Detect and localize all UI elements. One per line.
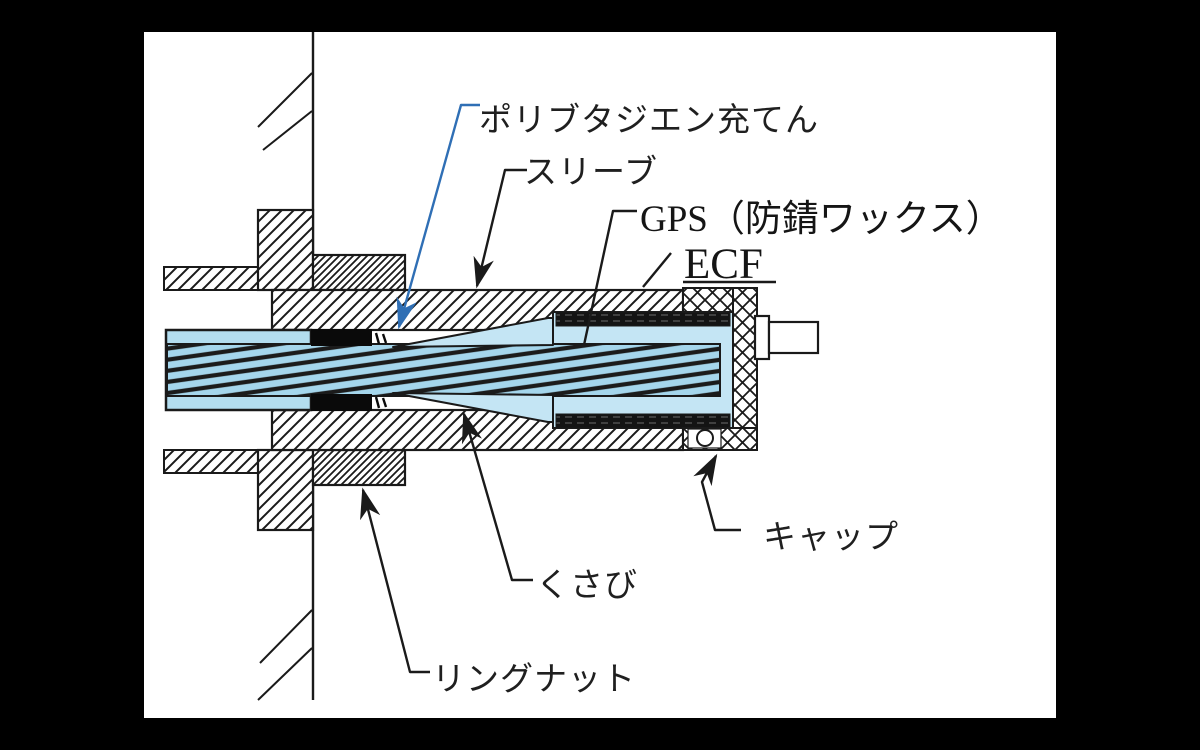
bearing-plate-top (256, 208, 315, 292)
ring-nut-top (311, 253, 407, 292)
ring-nut-leader (360, 487, 430, 674)
wedge-bottom (392, 392, 554, 423)
grease-port-pin (753, 314, 820, 361)
ecf-leader-slash (642, 252, 672, 288)
seal-top (311, 329, 372, 346)
duct-wall-top (163, 266, 260, 291)
wall-hatch-strokes (257, 72, 313, 701)
label-cap: キャップ (763, 518, 899, 555)
sleeve-leader (473, 168, 527, 289)
cap-seal-ring (696, 429, 714, 447)
wedge-top (392, 317, 554, 348)
cap-body (682, 287, 758, 451)
duct-wall-bottom (163, 449, 260, 474)
ring-nut-bottom (311, 448, 407, 487)
label-wedge: くさび (536, 566, 638, 603)
bearing-plate-bottom (256, 448, 315, 532)
gps-leader (582, 209, 637, 346)
label-ecf: ECF (684, 241, 763, 288)
label-polybutadiene: ポリブタジエン充てん (479, 101, 819, 138)
seal-bottom (311, 394, 372, 411)
label-ring-nut: リングナット (432, 660, 636, 697)
label-gps: GPS（防錆ワックス） (640, 198, 1003, 240)
ecf-band-bottom (555, 413, 731, 429)
polybutadiene-marks (374, 332, 388, 409)
wedge-leader (461, 411, 533, 582)
cap-leader (693, 453, 741, 532)
label-sleeve: スリーブ (524, 153, 658, 190)
polybutadiene-leader (396, 103, 480, 330)
pc-strand (166, 343, 721, 397)
ecf-band-top (555, 311, 731, 327)
